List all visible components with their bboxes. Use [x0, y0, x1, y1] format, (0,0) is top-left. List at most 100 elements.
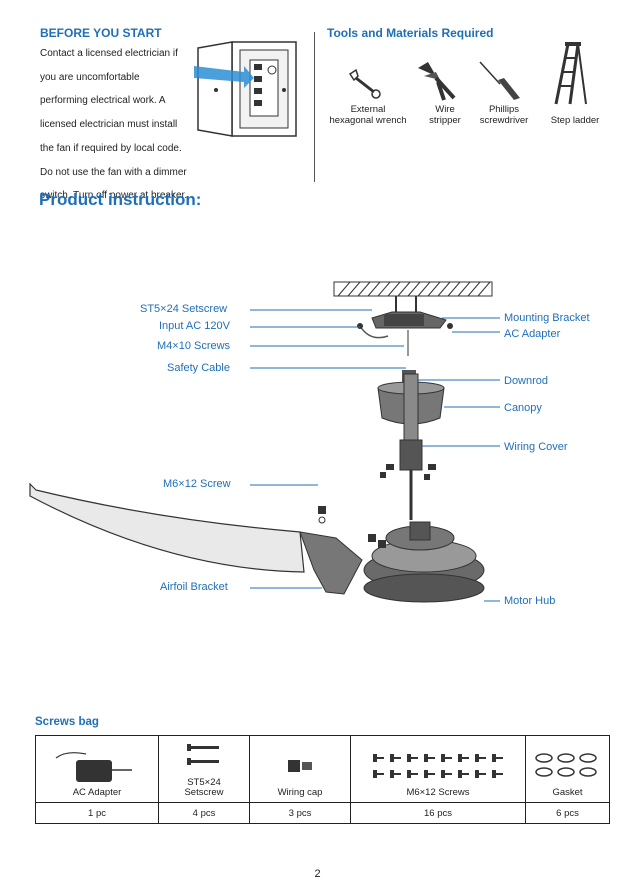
table-cell: Wiring cap [249, 735, 351, 803]
screw-shaft [394, 757, 401, 759]
cell-label: Gasket [552, 787, 583, 798]
callout-mounting-bracket: Mounting Bracket [504, 312, 590, 324]
qty-cell: 6 pcs [525, 802, 610, 824]
product-instruction-title: Product instruction: [39, 190, 202, 209]
gasket-ring [579, 767, 597, 777]
tool-label-screwdriver: Phillips screwdriver [476, 104, 532, 126]
screw-head [373, 754, 377, 762]
callout-canopy: Canopy [504, 402, 542, 414]
callout-m4-screws: M4×10 Screws [157, 340, 231, 352]
qty-cell: 4 pcs [158, 802, 250, 824]
screw-head [458, 754, 462, 762]
warning-line: switch. Turn off power at breaker. [40, 190, 188, 202]
cell-label-line: Setscrew [184, 787, 224, 798]
cell-label: Wiring cap [277, 787, 323, 798]
breaker-panel-icon [194, 41, 297, 137]
callout-input-ac: Input AC 120V [159, 320, 230, 332]
screw-head [492, 754, 496, 762]
gasket-ring [535, 753, 553, 763]
wire-stripper-icon [418, 62, 456, 101]
tool-label-ladder: Step ladder [545, 115, 605, 126]
page-number: 2 [314, 868, 321, 880]
tool-label-line: screwdriver [479, 115, 529, 126]
screw-shaft [411, 773, 418, 775]
screw-shaft [496, 773, 503, 775]
gasket-ring [579, 753, 597, 763]
qty-cell: 16 pcs [350, 802, 526, 824]
ac-adapter-icon [55, 752, 132, 782]
screw-head [407, 754, 411, 762]
tool-label-line: hexagonal wrench [329, 115, 407, 126]
table-row: 1 pc 4 pcs 3 pcs 16 pcs 6 pcs [35, 802, 610, 824]
screw-shaft [428, 757, 435, 759]
screw-shaft [462, 757, 469, 759]
screw-head [390, 754, 394, 762]
callout-downrod: Downrod [504, 375, 549, 387]
screw-shaft [377, 757, 384, 759]
callout-st5-setscrew: ST5×24 Setscrew [140, 303, 228, 315]
qty-cell: 1 pc [35, 802, 159, 824]
screw-shaft [445, 773, 452, 775]
screw-shaft [445, 757, 452, 759]
gasket-icon [535, 753, 597, 777]
cell-label-line: ST5×24 [187, 777, 221, 788]
tool-label-wrench: External hexagonal wrench [326, 104, 410, 126]
screw-shaft [428, 773, 435, 775]
wiring-cap-icon [288, 760, 312, 772]
screw-head [441, 770, 445, 778]
before-you-start-title: BEFORE YOU START [40, 26, 162, 40]
warning-line: Do not use the fan with a dimmer [40, 166, 187, 178]
screw-shaft [479, 757, 486, 759]
callout-m6-screw: M6×12 Screw [163, 478, 231, 490]
warning-line: you are uncomfortable [40, 71, 140, 83]
table-cell: Gasket [525, 735, 610, 803]
table-cell: AC Adapter [35, 735, 159, 803]
warning-line: Contact a licensed electrician if [40, 48, 178, 59]
screw-shaft [462, 773, 469, 775]
screw-shaft [411, 757, 418, 759]
gasket-ring [557, 753, 575, 763]
screw-head [441, 754, 445, 762]
callout-ac-adapter: AC Adapter [504, 328, 561, 340]
cell-label: ST5×24 Setscrew [159, 778, 249, 802]
tools-title: Tools and Materials Required [327, 26, 494, 40]
warning-line: the fan if required by local code. [40, 142, 182, 154]
screw-head [390, 770, 394, 778]
callout-motor-hub: Motor Hub [504, 595, 556, 607]
warning-line: licensed electrician must install [40, 119, 178, 131]
screws-bag-title: Screws bag [35, 716, 99, 728]
step-ladder-icon [554, 42, 587, 105]
tool-label-line: Wire [435, 104, 455, 115]
gasket-ring [535, 767, 553, 777]
cell-label: M6×12 Screws [406, 787, 470, 798]
tool-label-line: Step ladder [550, 115, 600, 126]
qty-cell: 3 pcs [249, 802, 351, 824]
tool-label-line: Phillips [488, 104, 520, 115]
screw-head [373, 770, 377, 778]
screw-head [424, 770, 428, 778]
screw-shaft [496, 757, 503, 759]
screw-head [492, 770, 496, 778]
callout-safety-cable: Safety Cable [167, 362, 230, 374]
screw-head [475, 754, 479, 762]
tool-label-line: stripper [429, 115, 461, 126]
warning-line: performing electrical work. A [40, 95, 166, 107]
m6-screws-icon [373, 754, 503, 778]
screw-head [475, 770, 479, 778]
screw-head [407, 770, 411, 778]
screw-shaft [479, 773, 486, 775]
table-cell: ST5×24 Setscrew [158, 735, 250, 803]
tool-label-stripper: Wire stripper [420, 104, 470, 126]
screws-bag-table: AC Adapter ST5×24 Setscrew Wiring cap M6… [35, 735, 610, 824]
screw-shaft [394, 773, 401, 775]
table-row: AC Adapter ST5×24 Setscrew Wiring cap M6… [35, 735, 610, 803]
section-divider [314, 32, 315, 182]
cell-label: AC Adapter [72, 787, 122, 798]
screw-head [424, 754, 428, 762]
screwdriver-icon [479, 61, 520, 100]
wrench-icon [348, 68, 381, 99]
screw-shaft [377, 773, 384, 775]
table-cell: M6×12 Screws [350, 735, 526, 803]
callout-wiring-cover: Wiring Cover [504, 441, 568, 453]
callout-airfoil-bracket: Airfoil Bracket [160, 581, 228, 593]
